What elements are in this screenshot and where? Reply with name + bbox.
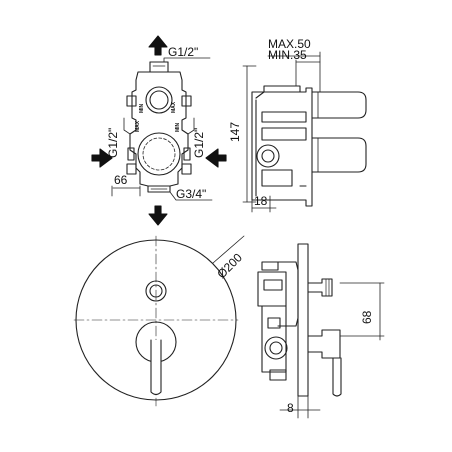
min-depth-label: MIN.35 — [268, 48, 307, 62]
body-mark-mid-max: MAX — [135, 120, 141, 132]
body-width-label: 66 — [114, 173, 128, 187]
arrow-left-icon — [205, 148, 227, 168]
body-mark-mid-min: MIN — [175, 122, 181, 132]
front-view-dimensions — [111, 57, 213, 201]
lever-offset-label: 68 — [360, 310, 374, 324]
valve-body-front-view — [126, 61, 192, 193]
inlet-left-label: G1/2" — [106, 127, 120, 158]
outlet-bottom-label: G3/4" — [176, 187, 207, 201]
arrow-right-icon — [91, 148, 113, 168]
body-side-label: 18 — [254, 194, 268, 208]
arrow-down-icon — [148, 205, 168, 226]
arrow-up-icon — [148, 35, 168, 56]
body-height-label: 147 — [228, 121, 242, 142]
assembled-side-view — [257, 243, 342, 397]
flow-arrows — [91, 35, 227, 226]
assembled-view-dimensions — [279, 282, 385, 419]
plate-thickness-label: 8 — [287, 401, 294, 415]
valve-body-side-view — [251, 85, 367, 207]
inlet-top-label: G1/2" — [168, 45, 199, 59]
cover-plate-front-view — [73, 235, 245, 407]
body-mark-top-min: MIN — [139, 103, 145, 113]
body-mark-top-max: MAX — [171, 101, 177, 113]
inlet-right-label: G1/2" — [192, 127, 206, 158]
max-depth-label: MAX.50 — [268, 37, 311, 51]
side-view-dimensions — [242, 51, 321, 213]
